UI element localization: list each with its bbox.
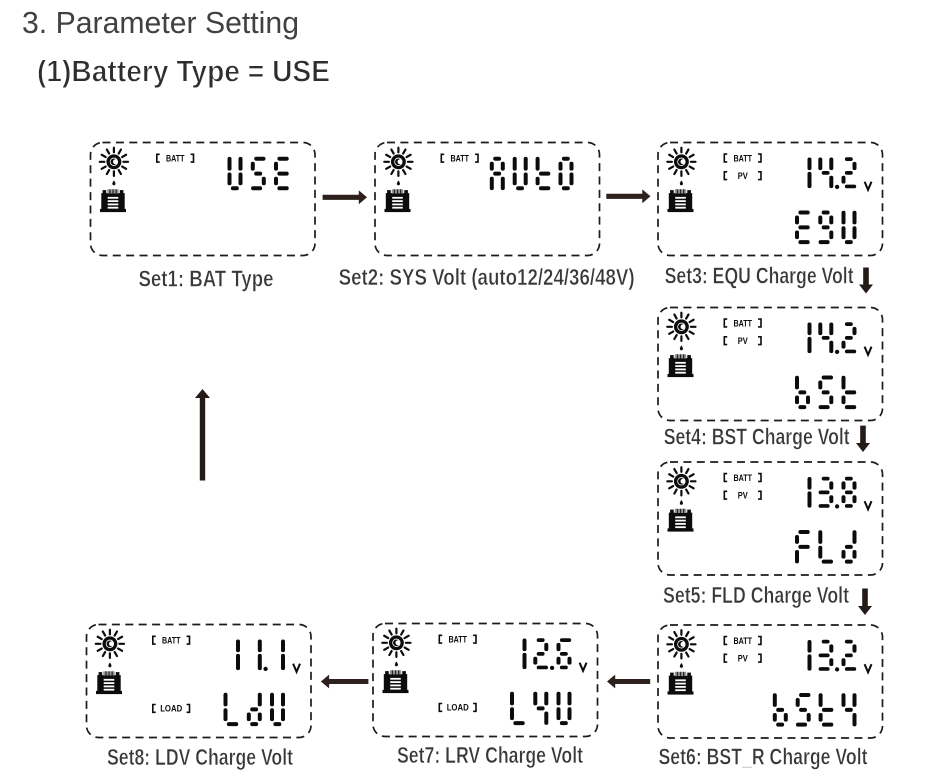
svg-text:Set5: FLD Charge Volt: Set5: FLD Charge Volt xyxy=(663,582,849,608)
svg-text:BATT: BATT xyxy=(733,636,752,646)
svg-text:Set3: EQU Charge Volt: Set3: EQU Charge Volt xyxy=(665,263,854,289)
svg-text:PV: PV xyxy=(738,654,749,664)
svg-text:(1)Battery Type = USE: (1)Battery Type = USE xyxy=(37,55,330,89)
svg-text:LOAD: LOAD xyxy=(160,704,182,714)
svg-text:Set4: BST Charge Volt: Set4: BST Charge Volt xyxy=(664,424,850,450)
svg-text:BATT: BATT xyxy=(733,473,752,483)
svg-text:3. Parameter Setting: 3. Parameter Setting xyxy=(22,5,299,40)
svg-text:PV: PV xyxy=(738,336,749,346)
svg-text:Set8: LDV Charge Volt: Set8: LDV Charge Volt xyxy=(107,744,293,770)
svg-text:LOAD: LOAD xyxy=(447,703,469,713)
svg-text:BATT: BATT xyxy=(450,154,469,164)
svg-text:BATT: BATT xyxy=(733,318,752,328)
svg-text:BATT: BATT xyxy=(162,636,181,646)
svg-text:Set6: BST_R Charge Volt: Set6: BST_R Charge Volt xyxy=(659,744,868,770)
svg-text:PV: PV xyxy=(738,171,749,181)
svg-text:PV: PV xyxy=(738,491,749,501)
svg-text:Set1: BAT Type: Set1: BAT Type xyxy=(139,265,274,291)
svg-text:BATT: BATT xyxy=(448,635,467,645)
svg-text:Set2: SYS Volt (auto12/24/36/4: Set2: SYS Volt (auto12/24/36/48V) xyxy=(339,264,635,290)
svg-text:BATT: BATT xyxy=(733,153,752,163)
svg-text:Set7: LRV Charge Volt: Set7: LRV Charge Volt xyxy=(397,742,583,768)
svg-text:BATT: BATT xyxy=(166,154,185,164)
